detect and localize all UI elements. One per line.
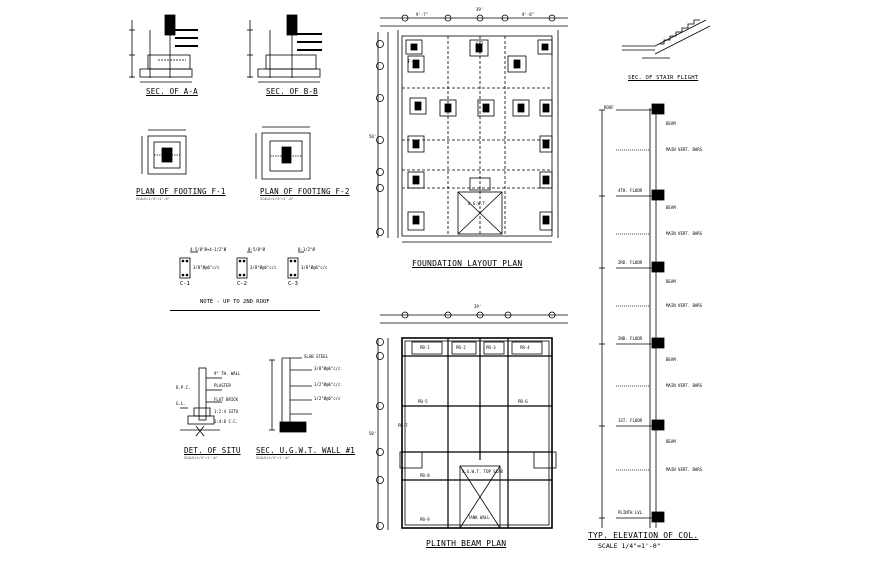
- label-c1: C-1: [180, 281, 190, 287]
- scale-situ: SCALE=1/4"=1'-0": [184, 456, 218, 460]
- ugwt-slab-steel: SLAB STEEL: [304, 354, 329, 359]
- elev-roof: ROOF: [604, 105, 614, 110]
- section-b-b: [247, 14, 322, 83]
- note-underline: [170, 310, 320, 311]
- label-pb2: PB-2: [456, 345, 466, 350]
- scale-footing-f2: SCALE=1/4"=1'-0": [260, 197, 294, 201]
- ugwt-bar1: 3/8"Ø@6"c/c: [314, 366, 341, 371]
- label-c2: C-2: [237, 281, 247, 287]
- situ-detail: [180, 367, 222, 437]
- elev-bars-5: MAIN VERT. BARS: [666, 467, 703, 472]
- elev-beam-2: BEAM: [666, 205, 676, 210]
- title-elevation: TYP. ELEVATION OF COL.: [588, 531, 699, 540]
- ugwt-bar2: 1/2"Ø@6"c/c: [314, 382, 341, 387]
- label-pb3: PB-3: [486, 345, 496, 350]
- title-plinth: PLINTH BEAM PLAN: [426, 539, 507, 548]
- situ-gl: G.L.: [176, 401, 186, 406]
- scale-ugwt: SCALE=1/4"=1'-0": [256, 456, 290, 460]
- elev-floor4: 4TH. FLOOR: [618, 188, 643, 193]
- c3-bars: 8-1/2"Ø: [298, 247, 315, 252]
- label-pb9: PB-9: [420, 517, 430, 522]
- c3-ties: 3/8"Ø@6"c/c: [301, 265, 328, 270]
- title-footing-f1: PLAN OF FOOTING F-1: [136, 187, 226, 196]
- dim-bay4: 9'-8": [522, 12, 535, 17]
- c1-ties: 3/8"Ø@6"c/c: [193, 265, 220, 270]
- c2-bars: 8-5/8"Ø: [248, 247, 265, 252]
- elev-floor1: 1ST. FLOOR: [618, 418, 643, 423]
- elev-beam-3: BEAM: [666, 279, 676, 284]
- elev-beam-5: BEAM: [666, 439, 676, 444]
- label-ugwt-foundation: U.G.W.T.: [468, 201, 488, 206]
- section-a-a: [129, 14, 198, 83]
- label-pb8: PB-8: [420, 473, 430, 478]
- c2-ties: 3/8"Ø@6"c/c: [250, 265, 277, 270]
- title-situ: DET. OF SITU: [184, 446, 241, 455]
- situ-plaster: PLASTER: [214, 383, 231, 388]
- elev-plinth: PLINTH LVL: [618, 510, 643, 515]
- dim-50: 50': [369, 134, 377, 139]
- label-pb6: PB-6: [518, 399, 528, 404]
- label-pb5: PB-5: [418, 399, 428, 404]
- dim-total-width: 39': [476, 7, 484, 12]
- column-elevation: [599, 103, 665, 528]
- label-tank-wall: TANK WALL: [468, 515, 490, 520]
- stair-flight-section: [622, 19, 711, 59]
- plinth-beam-plan: [376, 311, 568, 530]
- elev-bars-3: MAIN VERT. BARS: [666, 303, 703, 308]
- elev-floor3: 3RD. FLOOR: [618, 260, 643, 265]
- label-f2-a: F-2: [476, 41, 484, 46]
- footing-f1-plan: [141, 129, 187, 175]
- elev-bars-2: MAIN VERT. BARS: [666, 231, 703, 236]
- title-stair: SEC. OF STAIR FLIGHT: [628, 75, 699, 81]
- dim-50-plinth: 50': [369, 431, 377, 436]
- elev-beam-1: BEAM: [666, 121, 676, 126]
- situ-wall: 9" TH. WALL: [214, 371, 241, 376]
- situ-situ: 1:2:4 SITU: [214, 409, 239, 414]
- dim-total-width-plinth: 39': [474, 304, 482, 309]
- title-ugwt: SEC. U.G.W.T. WALL #1: [256, 446, 356, 455]
- label-c3: C-3: [288, 281, 298, 287]
- elev-bars-4: MAIN VERT. BARS: [666, 383, 703, 388]
- column-sections: [179, 251, 304, 279]
- elev-bars-1: MAIN VERT. BARS: [666, 147, 703, 152]
- elev-floor2: 2ND. FLOOR: [618, 336, 643, 341]
- label-pb1: PB-1: [420, 345, 430, 350]
- footing-f2-plan: [255, 126, 311, 180]
- title-sec-a: SEC. OF A-A: [146, 87, 198, 96]
- label-f1-a: F-1: [408, 59, 416, 64]
- situ-cc: 1:4:8 C.C.: [214, 419, 239, 424]
- elevation-scale: SCALE 1/4"=1'-0": [598, 542, 661, 550]
- scale-footing-f1: SCALE=1/4"=1'-0": [136, 197, 170, 201]
- title-footing-f2: PLAN OF FOOTING F-2: [260, 187, 350, 196]
- ugwt-wall-section: [269, 357, 312, 433]
- title-sec-b: SEC. OF B-B: [266, 87, 318, 96]
- label-pb4: PB-4: [520, 345, 530, 350]
- ugwt-bar3: 1/2"Ø@6"c/c: [314, 396, 341, 401]
- situ-dpc: D.P.C.: [176, 385, 191, 390]
- foundation-plan: [376, 14, 568, 243]
- elev-beam-4: BEAM: [666, 357, 676, 362]
- label-pb7: PB-7: [398, 423, 408, 428]
- note-up-to-roof: NOTE - UP TO 2ND ROOF: [200, 299, 270, 305]
- situ-flat-brick: FLAT BRICK: [214, 397, 239, 402]
- title-foundation: FOUNDATION LAYOUT PLAN: [412, 259, 523, 268]
- c1-bars: 4-5/8"Ø+4-1/2"Ø: [190, 247, 227, 252]
- dim-bay1: 9'-7": [416, 12, 429, 17]
- label-ugwt-top: U.G.W.T. TOP SLAB: [462, 469, 503, 474]
